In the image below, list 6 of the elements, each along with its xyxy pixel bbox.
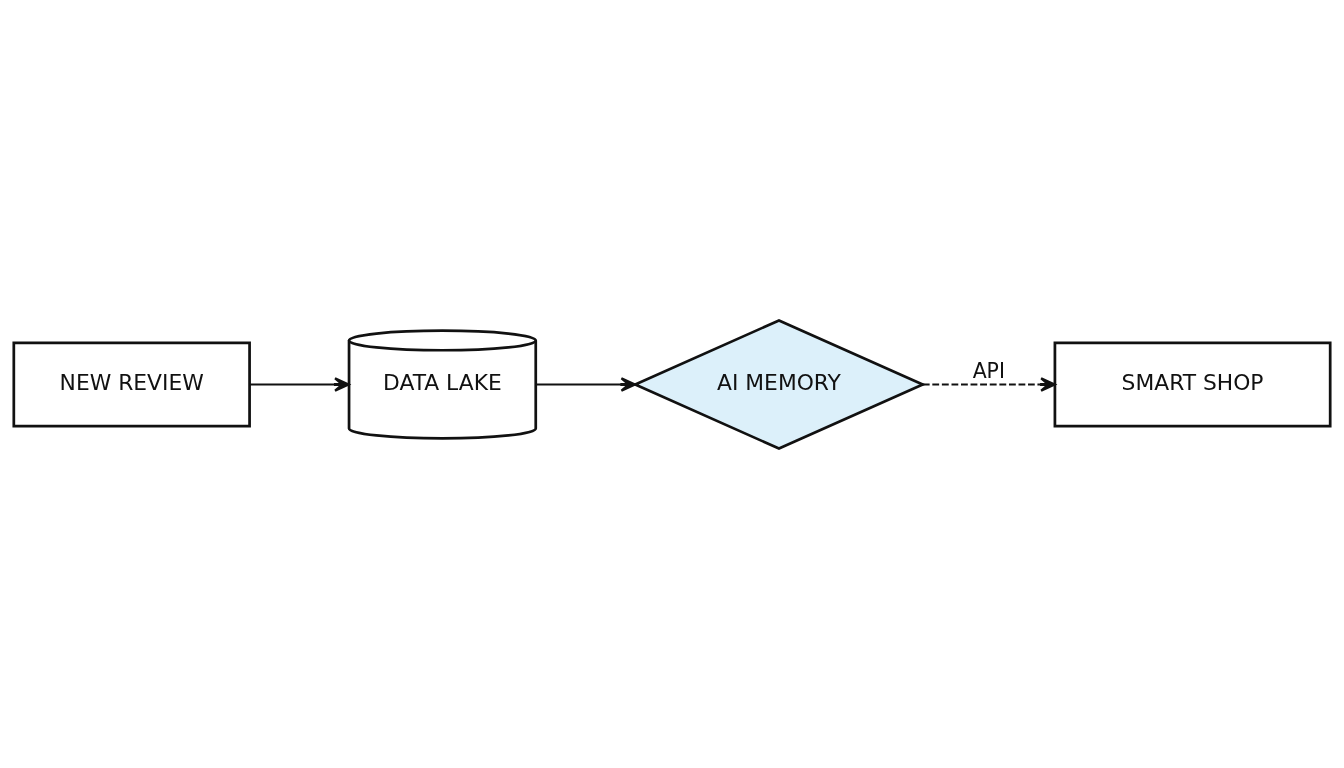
node-box: SMART SHOP — [1053, 341, 1332, 427]
arrow — [535, 376, 637, 392]
edge-label: API — [972, 358, 1005, 383]
arrow — [922, 376, 1056, 392]
node-box: NEW REVIEW — [12, 341, 251, 427]
arrow — [249, 376, 350, 392]
